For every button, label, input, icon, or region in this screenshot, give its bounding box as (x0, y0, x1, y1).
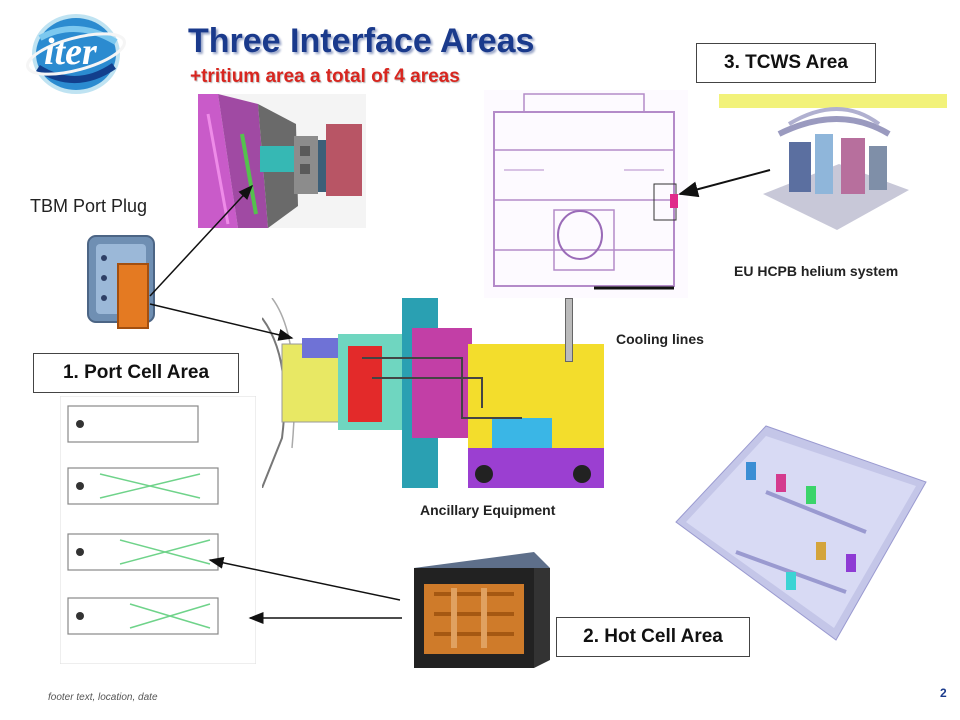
tcws-area-label: 3. TCWS Area (696, 43, 876, 83)
ancillary-equipment-label: Ancillary Equipment (420, 502, 556, 518)
arrow-plug-to-vessel (149, 184, 254, 297)
arrow-hcpb-to-tcws (678, 169, 771, 198)
transfer-cask-image (404, 548, 552, 676)
slide-subtitle: +tritium area a total of 4 areas (190, 66, 460, 87)
iter-logo: iter (20, 8, 132, 100)
logo-text: iter (44, 31, 97, 73)
tbm-port-plug-label: TBM Port Plug (30, 196, 148, 216)
tbm-port-plug-image (84, 232, 160, 330)
cooling-line-pipe (565, 298, 573, 362)
port-cell-procedure-drawings (59, 395, 257, 665)
page-number: 2 (940, 686, 947, 700)
slide-footer: footer text, location, date (48, 692, 158, 703)
eu-hcpb-label: EU HCPB helium system (734, 263, 899, 279)
port-cell-assembly-image (261, 297, 604, 489)
port-cell-area-label: 1. Port Cell Area (33, 353, 239, 393)
vessel-port-image (198, 94, 366, 228)
tcws-building-drawing (484, 90, 688, 298)
arrow-cask-to-drawing-1 (208, 556, 401, 601)
hot-cell-area-label: 2. Hot Cell Area (556, 617, 750, 657)
hcpb-helium-system-image (719, 94, 947, 254)
arrow-plug-to-port-cell (149, 303, 294, 341)
slide-title: Three Interface Areas (188, 22, 535, 60)
hot-cell-building-image (666, 422, 940, 644)
cooling-lines-label: Cooling lines (616, 331, 704, 347)
